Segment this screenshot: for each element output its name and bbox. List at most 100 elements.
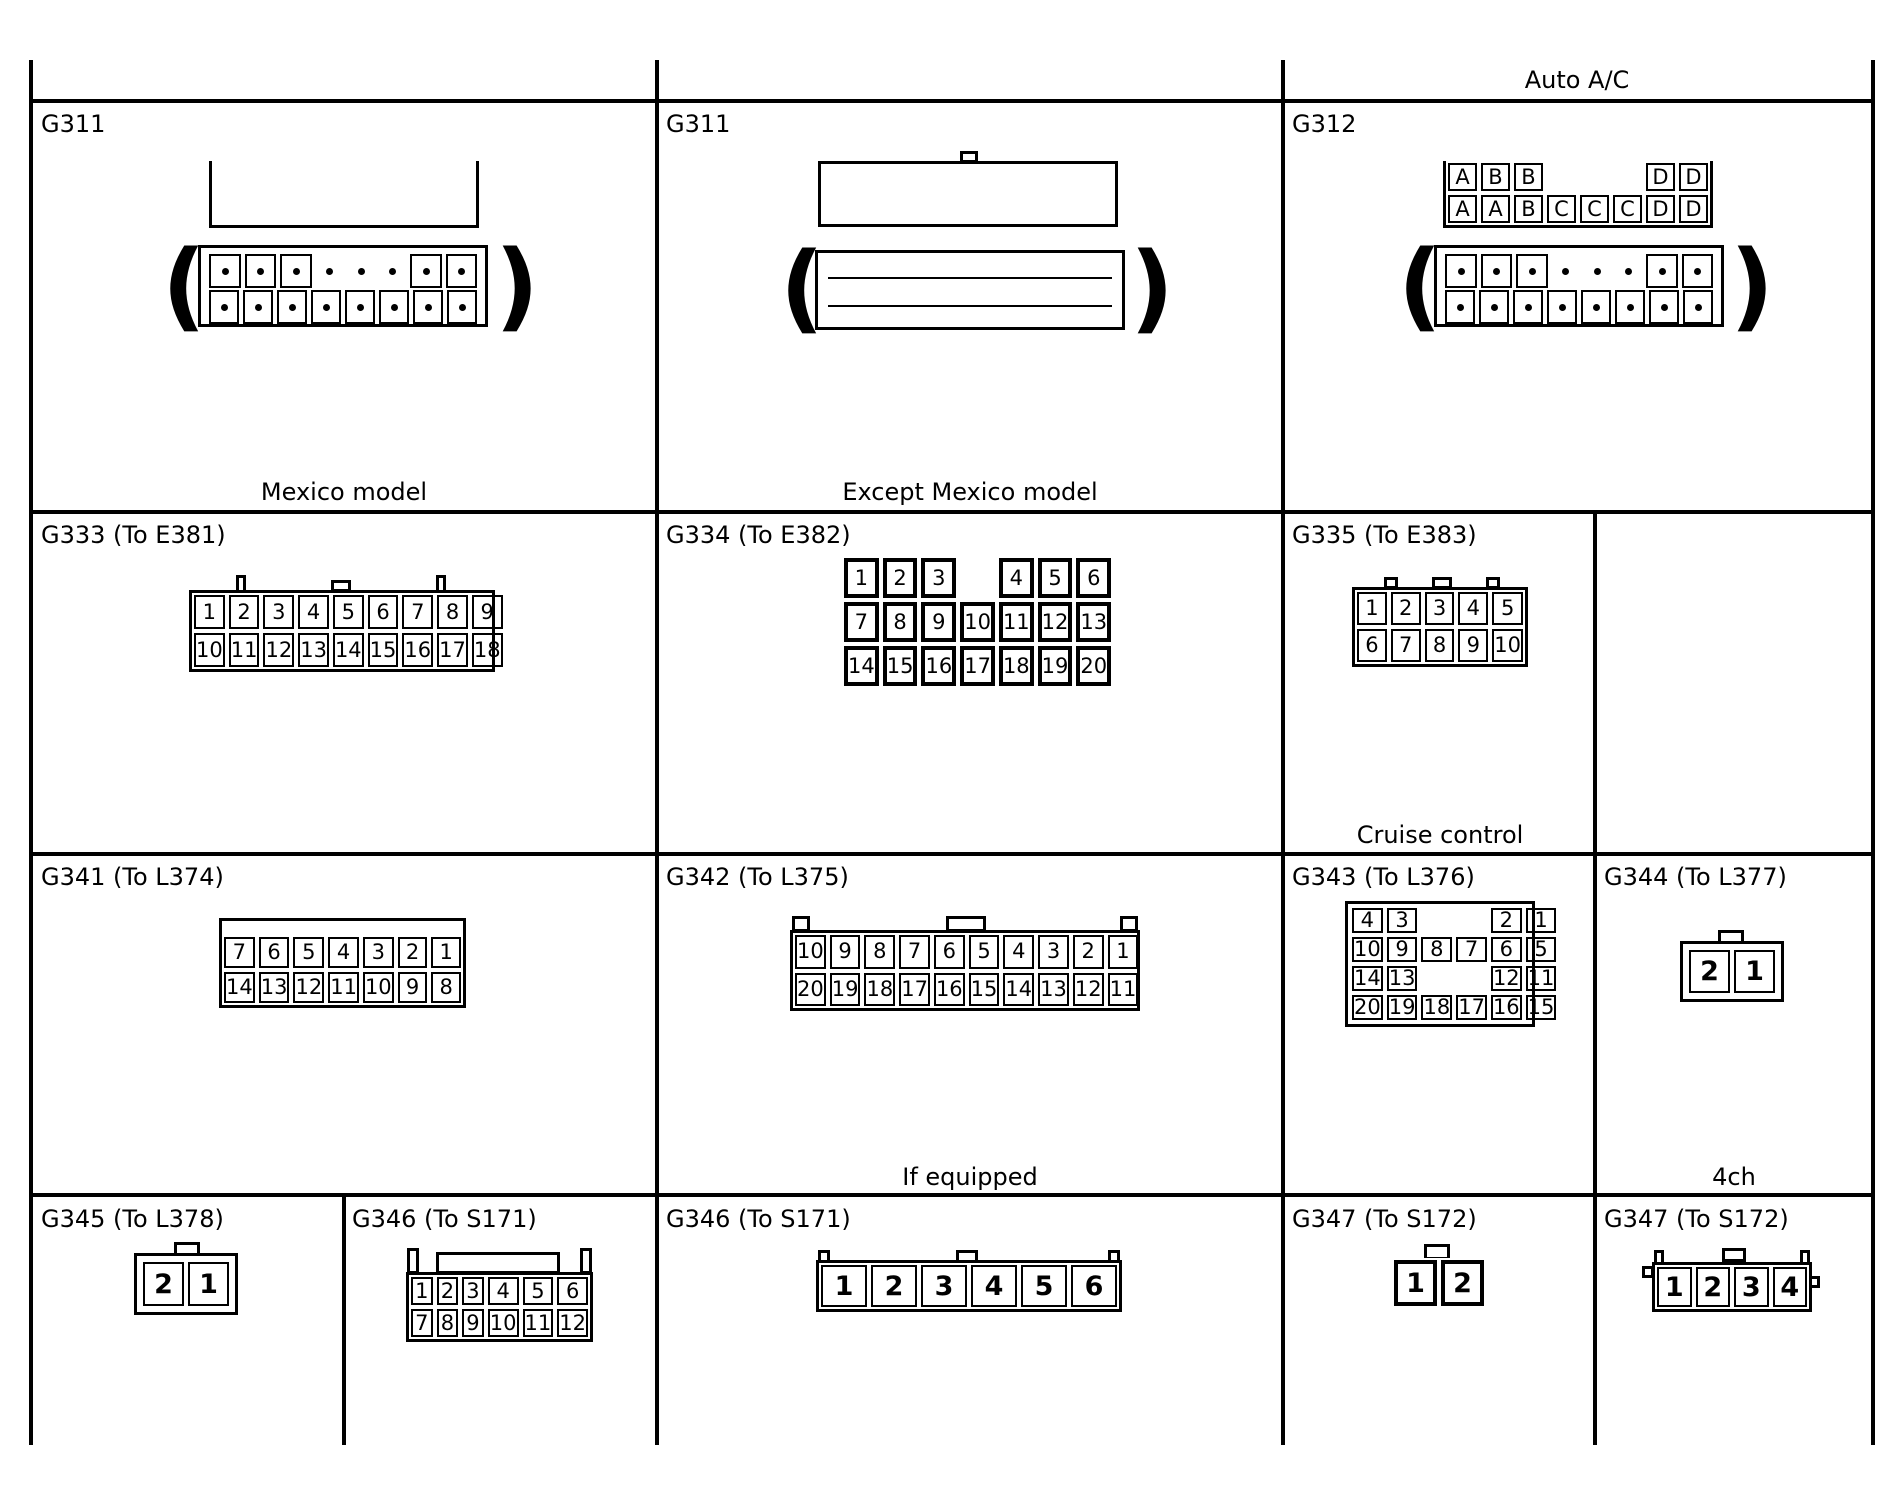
g312-pin-row1-0: A	[1448, 163, 1477, 191]
g346a-pin-row1-1: 2	[436, 1277, 459, 1305]
g343-pin-row3-0: 14	[1352, 966, 1383, 991]
g347-4pin-lock-tab-center	[1722, 1248, 1746, 1262]
g335-pin-row1-4: 5	[1492, 592, 1523, 625]
g342-pin-row1-4: 6	[933, 935, 965, 969]
g333-pin-row2-2: 12	[263, 633, 295, 667]
cell-label-g334: G334 (To E382)	[666, 521, 851, 549]
g333-pin-row1-1: 2	[228, 595, 260, 629]
g342-pin-row1-5: 5	[968, 935, 1000, 969]
g343-pin-row3-4: 12	[1490, 966, 1522, 991]
g334-pin-row2-5: 12	[1037, 602, 1073, 642]
g343-pin-row2-4: 6	[1490, 937, 1522, 962]
g333-pin-row2-3: 13	[298, 633, 329, 667]
g334-pin-row3-6: 20	[1076, 646, 1112, 686]
g334-pin-row3-4: 18	[998, 646, 1034, 686]
g333-pin-row1-2: 3	[263, 595, 295, 629]
g312-pin-row2-4: C	[1580, 195, 1609, 223]
cell-label-g346-6pin: G346 (To S171)	[666, 1205, 851, 1233]
cell-label-g347-2pin: G347 (To S172)	[1292, 1205, 1477, 1233]
g334-pin-row1-2: 3	[921, 558, 957, 598]
g333-pin-row2-0: 10	[194, 633, 225, 667]
g334-pin-row3-2: 16	[921, 646, 957, 686]
g346b-pin-row1-5: 6	[1071, 1265, 1117, 1307]
g334-pin-row2-1: 8	[882, 602, 918, 642]
grid-line-left	[29, 60, 33, 1445]
g346b-pin-row1-0: 1	[821, 1265, 867, 1307]
g346a-pin-row2-4: 11	[522, 1309, 554, 1337]
g312-pin-row1-4	[1580, 163, 1609, 191]
g311-mexico-connector	[209, 161, 479, 228]
g341-pin-row2-5: 9	[397, 972, 428, 1003]
g333-pin-row1-7: 8	[437, 595, 468, 629]
g312-pin-row2-2: B	[1514, 195, 1543, 223]
cell-label-g345: G345 (To L378)	[41, 1205, 224, 1233]
cell-label-g335: G335 (To E383)	[1292, 521, 1477, 549]
g312-pin-row2-3: C	[1547, 195, 1576, 223]
g347b-pin-row1-1: 2	[1695, 1267, 1730, 1307]
cell-label-g333: G333 (To E381)	[41, 521, 226, 549]
g342-pin-row2-2: 18	[864, 972, 896, 1006]
g343-pin-row4-3: 17	[1456, 995, 1487, 1020]
g342-pin-row1-7: 3	[1038, 935, 1069, 969]
g311-exc-paren-right: )	[1130, 232, 1174, 344]
g342-pin-row2-4: 16	[933, 972, 965, 1006]
g341-pin-row1-3: 4	[328, 937, 359, 968]
g334-pin-row1-1: 2	[882, 558, 918, 598]
g312-pin-row1-3	[1547, 163, 1576, 191]
g341-pin-row1-4: 3	[362, 937, 394, 968]
g345-pin-row1-0: 2	[143, 1262, 184, 1306]
g333-pin-row1-4: 5	[332, 595, 364, 629]
g343-pin-row4-2: 18	[1421, 995, 1453, 1020]
g347a-pin-row1-1: 2	[1441, 1260, 1484, 1306]
g342-pin-row2-1: 19	[829, 972, 861, 1006]
g342-pin-row1-2: 8	[864, 935, 896, 969]
cell-label-g346-12pin: G346 (To S171)	[352, 1205, 537, 1233]
g342-pin-row1-1: 9	[829, 935, 861, 969]
g343-pin-row4-1: 19	[1386, 995, 1418, 1020]
g333-pin-row2-8: 18	[471, 633, 503, 667]
cell-label-g311-mexico: G311	[41, 110, 106, 138]
g346-12pin-lock-bar	[436, 1252, 560, 1274]
g346a-pin-row1-0: 1	[411, 1277, 433, 1305]
g335-pin-row2-2: 8	[1424, 629, 1455, 662]
g333-pin-row1-3: 4	[298, 595, 329, 629]
g347a-pin-row1-0: 1	[1394, 1260, 1437, 1306]
g346b-pin-row1-2: 3	[921, 1265, 967, 1307]
g342-pin-row2-3: 17	[899, 972, 930, 1006]
g341-pin-row1-1: 6	[258, 937, 290, 968]
g343-pin-row1-4: 2	[1490, 908, 1522, 933]
cell-label-g342: G342 (To L375)	[666, 863, 849, 891]
g341-pin-row2-4: 10	[362, 972, 394, 1003]
g343-pin-row4-4: 16	[1490, 995, 1522, 1020]
g343-pin-row2-3: 7	[1456, 937, 1487, 962]
cell-label-g344: G344 (To L377)	[1604, 863, 1787, 891]
g345-pin-row1-1: 1	[188, 1262, 229, 1306]
g334-pin-row2-3: 10	[960, 602, 995, 642]
g334-pin-row2-2: 9	[921, 602, 957, 642]
g333-pin-row2-1: 11	[228, 633, 260, 667]
g343-pin-row2-5: 5	[1525, 937, 1557, 962]
g333-pin-row2-6: 16	[402, 633, 434, 667]
g346a-pin-row2-1: 8	[436, 1309, 459, 1337]
g335-pin-row1-2: 3	[1424, 592, 1455, 625]
g335-pin-row2-4: 10	[1492, 629, 1523, 662]
g343-pin-row4-5: 15	[1525, 995, 1557, 1020]
grid-line-col3	[1281, 60, 1285, 1445]
g342-pin-row1-0: 10	[795, 935, 826, 969]
g312-pin-row1-7: D	[1679, 163, 1708, 191]
g342-pin-row2-0: 20	[795, 972, 826, 1006]
g347b-pin-row1-0: 1	[1657, 1267, 1692, 1307]
g343-pin-row2-2: 8	[1421, 937, 1453, 962]
g343-pin-row1-1: 3	[1386, 908, 1418, 933]
g312-pin-row2-6: D	[1646, 195, 1675, 223]
